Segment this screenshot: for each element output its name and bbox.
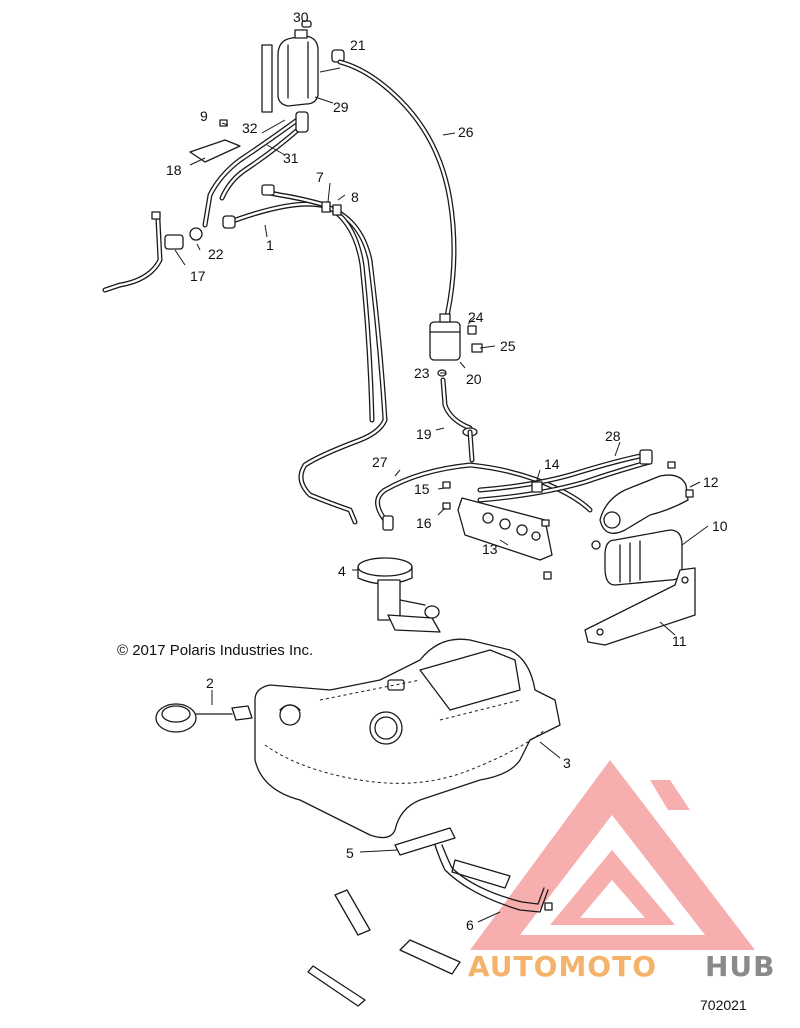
- callout-14: 14: [544, 456, 560, 472]
- logo-triangle-hole: [580, 880, 645, 918]
- callout-23: 23: [414, 365, 430, 381]
- callout-27: 27: [372, 454, 388, 470]
- part-1-fuel-line: [222, 184, 388, 525]
- part-30-cap: [301, 20, 312, 28]
- callout-29: 29: [333, 99, 349, 115]
- callout-32: 32: [242, 120, 258, 136]
- part-18-bracket: [189, 119, 241, 163]
- copyright-notice: © 2017 Polaris Industries Inc.: [117, 642, 313, 659]
- part-20-canister: [429, 313, 483, 361]
- part-2-fuel-cap: [155, 703, 253, 733]
- callout-22: 22: [208, 246, 224, 262]
- callout-8: 8: [351, 189, 359, 205]
- automotohub-logo: [470, 760, 755, 950]
- part-14-clip: [531, 481, 543, 493]
- part-4-fuel-pump: [357, 557, 441, 633]
- part-32-31-lines: [202, 111, 309, 228]
- loose-pads: [307, 889, 461, 1007]
- part-19-hose: [440, 377, 478, 437]
- part-6-strap: [434, 844, 553, 913]
- callout-15: 15: [414, 481, 430, 497]
- callout-12: 12: [703, 474, 719, 490]
- part-10-filter: [591, 529, 683, 586]
- callout-13: 13: [482, 541, 498, 557]
- part-13-bracket-plate: [457, 497, 553, 580]
- callout-3: 3: [563, 755, 571, 771]
- part-11-bracket: [584, 567, 696, 646]
- callout-7: 7: [316, 169, 324, 185]
- callout-17: 17: [190, 268, 206, 284]
- callout-21: 21: [350, 37, 366, 53]
- logo-peak: [650, 780, 690, 810]
- watermark-text-hub: HUB: [705, 950, 776, 983]
- part-5-pad: [394, 827, 511, 889]
- callout-20: 20: [466, 371, 482, 387]
- callout-11: 11: [672, 633, 687, 649]
- callout-24: 24: [468, 309, 484, 325]
- automotohub-wordmark: AUTOMOTO HUB: [468, 950, 776, 983]
- part-29-reservoir: [261, 29, 319, 113]
- watermark-text-automoto: AUTOMOTO: [468, 950, 657, 983]
- callout-26: 26: [458, 124, 474, 140]
- callout-28: 28: [605, 428, 621, 444]
- part-17-vent-assembly: [102, 211, 184, 293]
- part-7-8-clips: [321, 201, 342, 216]
- callout-25: 25: [500, 338, 516, 354]
- part-27-fuel-line: [375, 429, 593, 531]
- part-12-housing: [599, 461, 694, 534]
- callout-10: 10: [712, 518, 728, 534]
- diagram-reference-number: 702021: [700, 997, 747, 1013]
- callout-31: 31: [283, 150, 299, 166]
- part-3-fuel-tank: [254, 638, 561, 839]
- part-15-16-screws: [442, 481, 451, 510]
- callout-30: 30: [293, 9, 309, 25]
- callout-4: 4: [338, 563, 346, 579]
- leader-lines: [174, 67, 709, 923]
- callout-2: 2: [206, 675, 214, 691]
- part-28-line: [477, 449, 653, 503]
- callout-6: 6: [466, 917, 474, 933]
- callout-labels: 30 21 29 9 32 26 31 18 7 8 1 22 17 24 25…: [166, 9, 728, 933]
- callout-9: 9: [200, 108, 208, 124]
- part-26-vent-hose: [337, 59, 457, 325]
- callout-16: 16: [416, 515, 432, 531]
- callout-5: 5: [346, 845, 354, 861]
- part-22-clamp: [189, 227, 203, 241]
- callout-19: 19: [416, 426, 432, 442]
- callout-1: 1: [266, 237, 274, 253]
- callout-18: 18: [166, 162, 182, 178]
